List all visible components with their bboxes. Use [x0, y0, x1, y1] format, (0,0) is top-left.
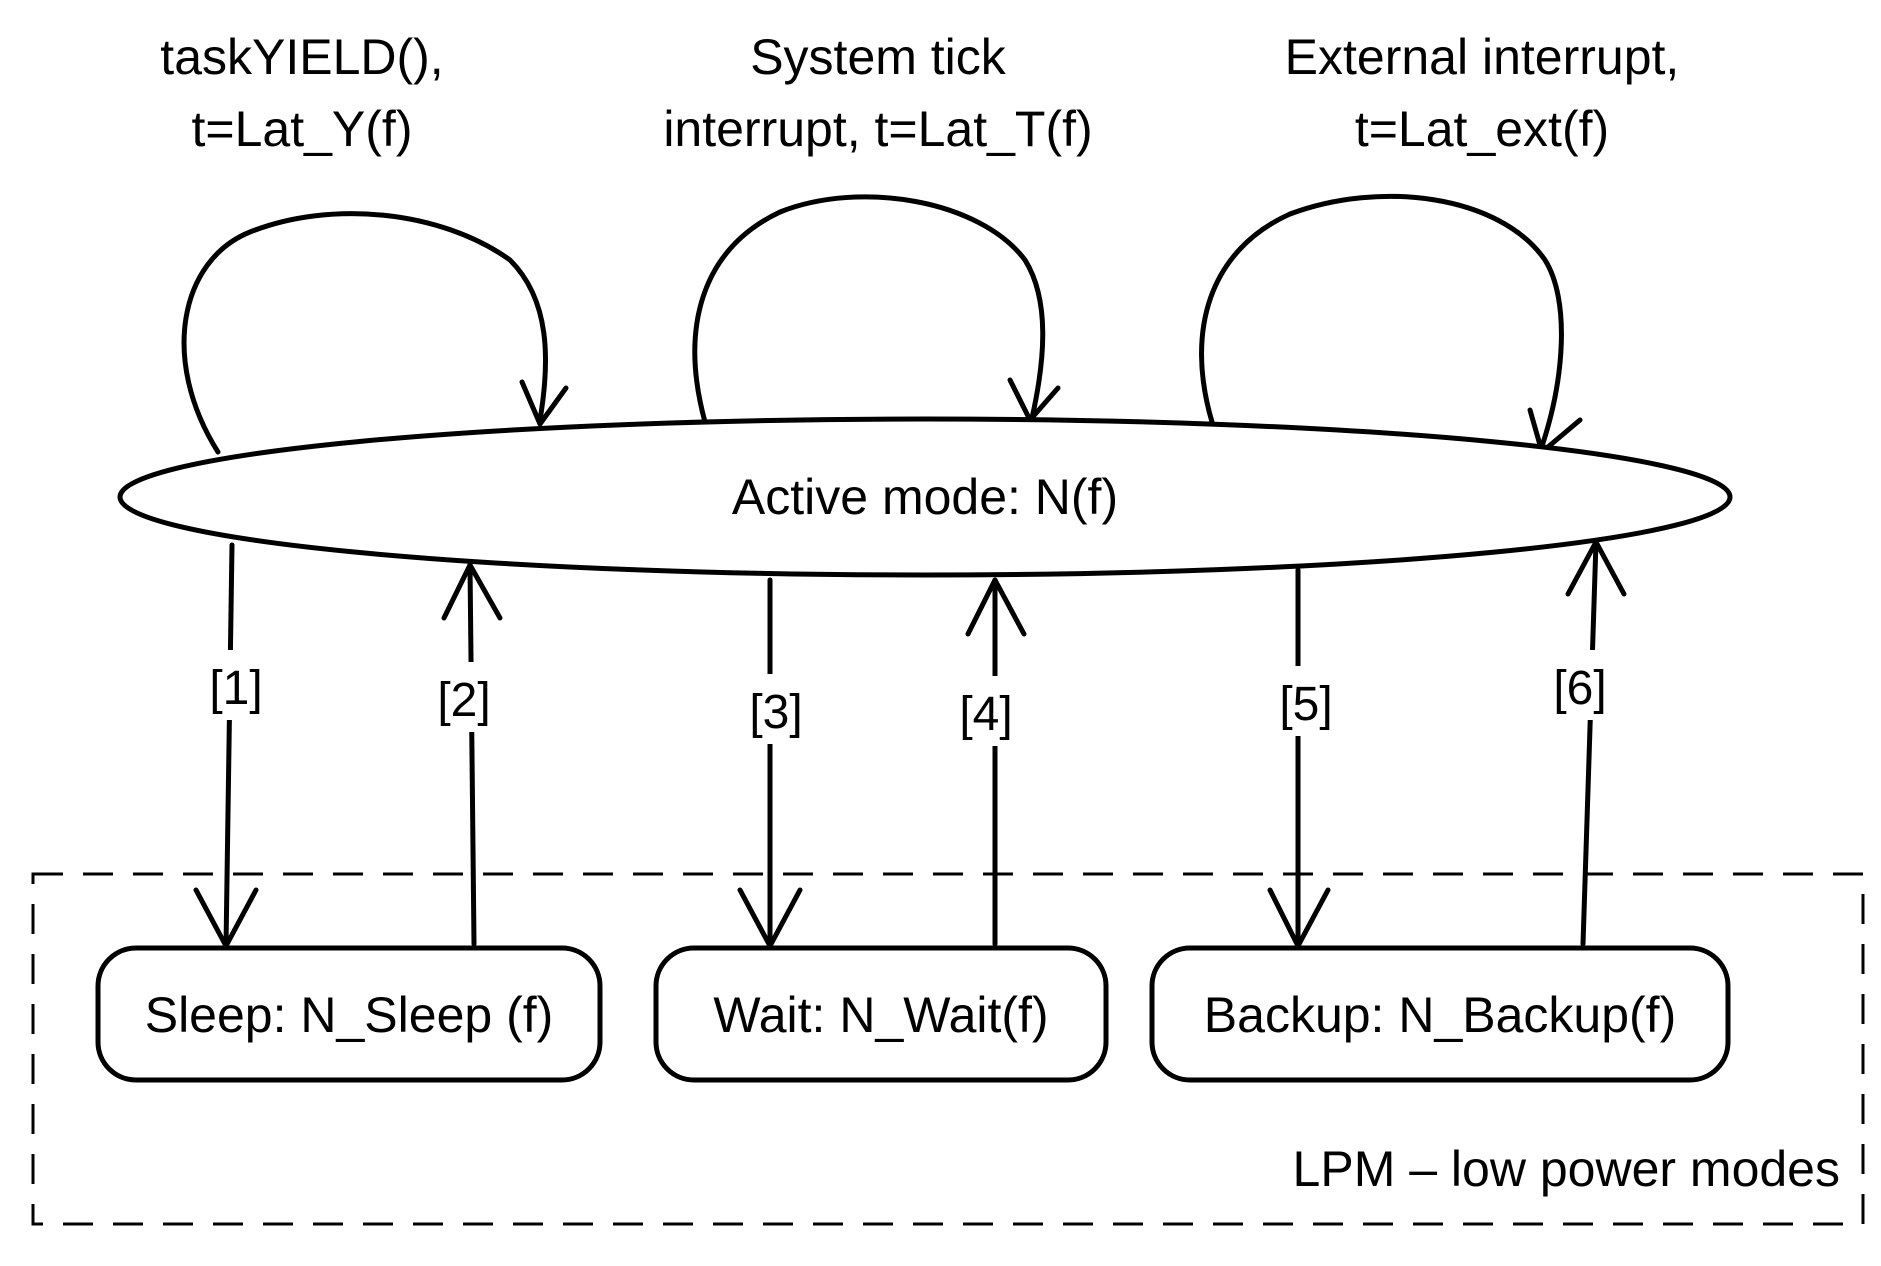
self-loop-yield	[181, 211, 569, 455]
transition-6-label: [6]	[1553, 662, 1606, 715]
transition-4-label: [4]	[959, 688, 1012, 741]
transition-2-label-bg	[428, 662, 500, 732]
self-loop-label-yield-line1: taskYIELD(),	[160, 29, 443, 85]
transition-1-label-bg	[200, 650, 272, 720]
backup-state	[1149, 945, 1731, 1083]
self-loop-tick	[692, 194, 1061, 425]
transition-6-label-bg	[1544, 650, 1616, 720]
self-loop-label-external-line1: External interrupt,	[1285, 29, 1680, 85]
sleep-state	[95, 945, 603, 1083]
transition-3-arrow	[737, 577, 803, 949]
self-loop-label-yield-line2: t=Lat_Y(f)	[192, 101, 413, 157]
active-mode-state	[117, 416, 1733, 578]
transition-2-arrow	[441, 562, 503, 947]
transition-4-arrow	[965, 577, 1027, 947]
transition-5-arrow	[1267, 567, 1331, 949]
wait-state	[653, 945, 1109, 1083]
lpm-group-box	[31, 872, 1865, 1226]
self-loop-label-external-line2: t=Lat_ext(f)	[1355, 101, 1609, 157]
transition-2-label: [2]	[437, 674, 490, 727]
transition-4-label-bg	[950, 676, 1022, 746]
transition-3-label: [3]	[749, 686, 802, 739]
transition-1-label: [1]	[209, 662, 262, 715]
active-mode-label: Active mode: N(f)	[732, 469, 1118, 525]
backup-state-label: Backup: N_Backup(f)	[1204, 987, 1676, 1043]
transition-6-arrow	[1565, 539, 1627, 947]
self-loop-external	[1199, 193, 1583, 455]
self-loop-label-tick-line2: interrupt, t=Lat_T(f)	[663, 101, 1092, 157]
self-loop-label-tick-line1: System tick	[750, 29, 1007, 85]
sleep-state-label: Sleep: N_Sleep (f)	[145, 987, 554, 1043]
wait-state-label: Wait: N_Wait(f)	[713, 987, 1048, 1043]
transition-5-label: [5]	[1279, 678, 1332, 731]
lpm-group-label: LPM – low power modes	[1293, 1141, 1840, 1197]
transition-1-arrow	[193, 542, 259, 949]
transition-5-label-bg	[1270, 666, 1342, 736]
transition-3-label-bg	[740, 674, 812, 744]
